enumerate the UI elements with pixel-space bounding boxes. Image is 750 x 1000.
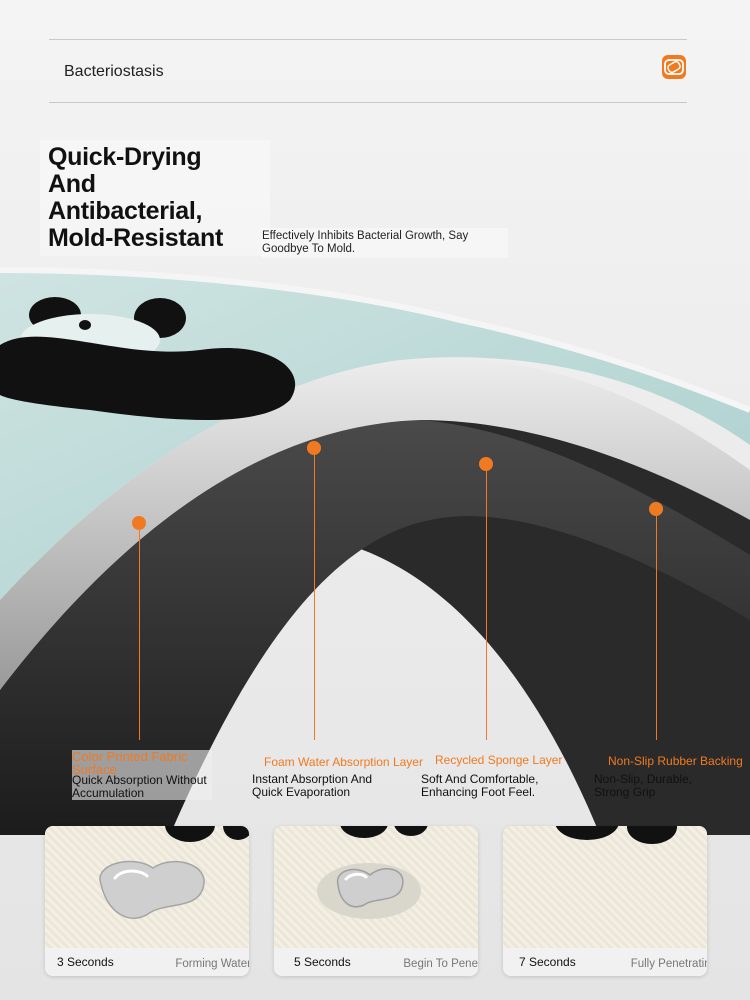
layer-2-subtitle: Instant Absorption And Quick Evaporation [252, 772, 373, 799]
panda-print-fragment [165, 826, 215, 842]
feature-title: Bacteriostasis [64, 63, 164, 80]
headline-line-3: Antibacterial, [48, 197, 203, 225]
headline-line-1: Quick-Drying [48, 143, 202, 171]
layer-4-caption: Non-Slip Rubber Backing Non-Slip, Durabl… [594, 754, 744, 799]
panda-print [0, 297, 296, 420]
layer-4-title: Non-Slip Rubber Backing [608, 754, 743, 768]
fabric-swatch [503, 826, 707, 948]
top-divider [49, 39, 687, 40]
panda-print-fragment [627, 826, 677, 844]
step-3-caption: Fully Penetrating [630, 958, 707, 970]
panda-print-fragment [340, 826, 388, 838]
step-3-time: 7 Seconds [519, 955, 576, 969]
layer-3-title: Recycled Sponge Layer [435, 753, 563, 767]
panda-print-fragment [394, 826, 428, 836]
layer-1-title: Color Printed Fabric Surface [72, 749, 188, 777]
step-card-1: 3 Seconds Forming Water Droplets [45, 826, 249, 976]
headline-line-4: Mold-Resistant [48, 224, 223, 252]
layer-3-caption: Recycled Sponge Layer Soft And Comfortab… [421, 753, 581, 799]
layer-2-title: Foam Water Absorption Layer [264, 755, 423, 769]
layer-1-leader [139, 530, 140, 740]
layer-1-caption: Color Printed Fabric Surface Quick Absor… [72, 750, 212, 800]
step-card-2: 5 Seconds Begin To Penetrate [274, 826, 478, 976]
step-2-time: 5 Seconds [294, 955, 351, 969]
layer-2-marker [307, 441, 321, 455]
mat-layers-illustration [0, 267, 750, 835]
layer-4-marker [649, 502, 663, 516]
layer-1-subtitle: Quick Absorption Without Accumulation [72, 773, 207, 800]
step-2-caption: Begin To Penetrate [403, 958, 478, 970]
headline-description: Effectively Inhibits Bacterial Growth, S… [262, 228, 508, 258]
layer-3-marker [479, 457, 493, 471]
step-footer [45, 948, 249, 976]
foam-layer [0, 358, 750, 690]
step-footer [503, 948, 707, 976]
headline-line-2: And [48, 170, 96, 198]
layer-3-subtitle: Soft And Comfortable, Enhancing Foot Fee… [421, 772, 539, 799]
headline: Quick-Drying And Antibacterial, Mold-Res… [40, 140, 270, 256]
sponge-layer [0, 419, 750, 835]
layer-1-marker [132, 516, 146, 530]
bacteria-shield-icon [662, 55, 686, 79]
water-droplet-icon [317, 863, 421, 919]
layer-4-leader [656, 516, 657, 740]
panda-print-fragment [555, 826, 619, 840]
step-1-time: 3 Seconds [57, 955, 114, 969]
layer-4-subtitle: Non-Slip, Durable, Strong Grip [594, 772, 693, 799]
water-droplet-icon [99, 860, 205, 920]
layer-3-leader [486, 471, 487, 740]
step-card-3: 7 Seconds Fully Penetrating [503, 826, 707, 976]
step-footer [274, 948, 478, 976]
header-divider [49, 102, 687, 103]
layer-2-caption: Foam Water Absorption Layer Instant Abso… [252, 755, 427, 799]
panda-print-fragment [223, 826, 249, 840]
layer-2-leader [314, 455, 315, 740]
step-1-caption: Forming Water Droplets [175, 958, 249, 970]
